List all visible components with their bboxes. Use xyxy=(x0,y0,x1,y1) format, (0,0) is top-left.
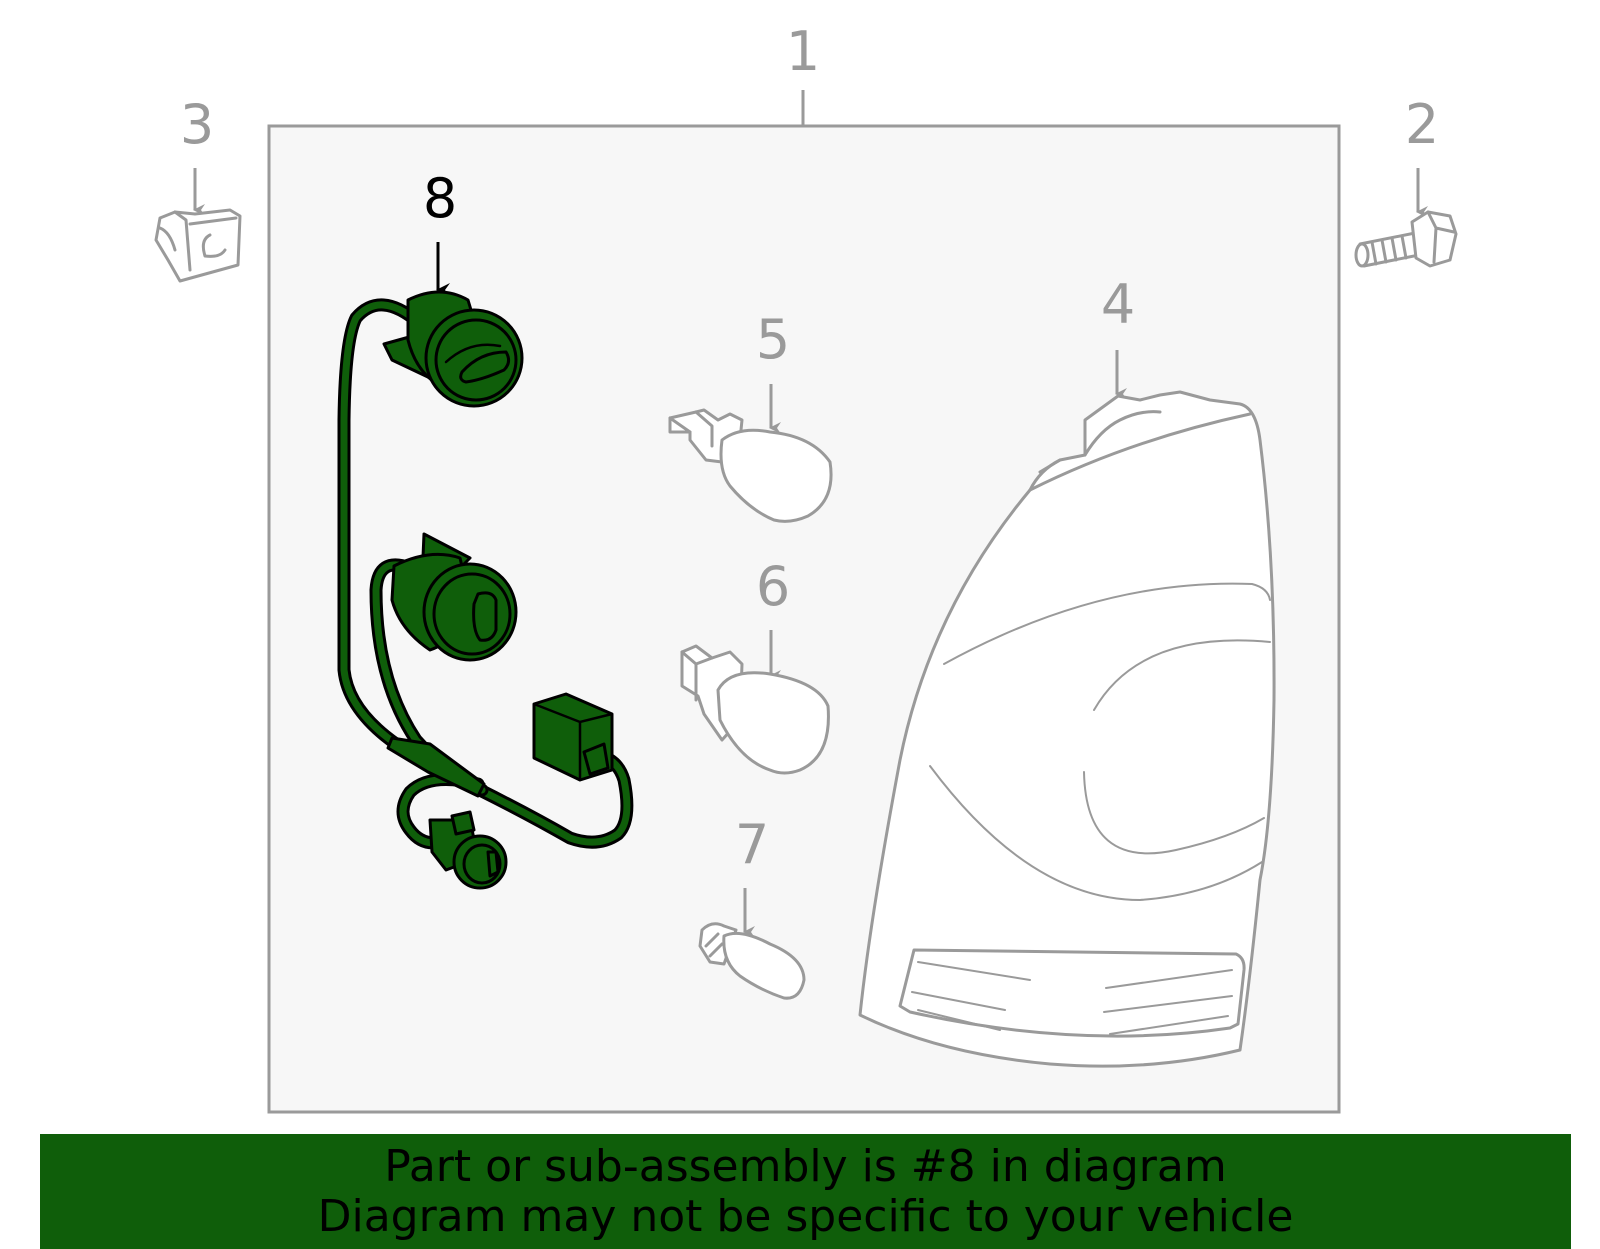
banner-line-2: Diagram may not be specific to your vehi… xyxy=(317,1191,1294,1242)
bulb-part-6 xyxy=(680,644,830,775)
tail-lamp-lens-part-4 xyxy=(858,390,1276,1068)
info-banner: Part or sub-assembly is #8 in diagram Di… xyxy=(40,1134,1571,1249)
bulb-part-5 xyxy=(668,408,833,523)
callout-7: 7 xyxy=(735,813,769,876)
callout-1: 1 xyxy=(786,20,820,83)
callout-8: 8 xyxy=(423,167,457,230)
bulb-part-7 xyxy=(698,922,806,1000)
bolt-part-2 xyxy=(1354,210,1458,268)
banner-line-1: Part or sub-assembly is #8 in diagram xyxy=(384,1141,1227,1192)
callout-2: 2 xyxy=(1405,93,1439,156)
callout-3: 3 xyxy=(180,93,214,156)
callout-5: 5 xyxy=(756,308,790,371)
wiring-harness-part-8 xyxy=(337,290,634,890)
callout-6: 6 xyxy=(756,555,790,618)
callout-4: 4 xyxy=(1101,273,1135,336)
clip-part-3 xyxy=(154,208,242,283)
